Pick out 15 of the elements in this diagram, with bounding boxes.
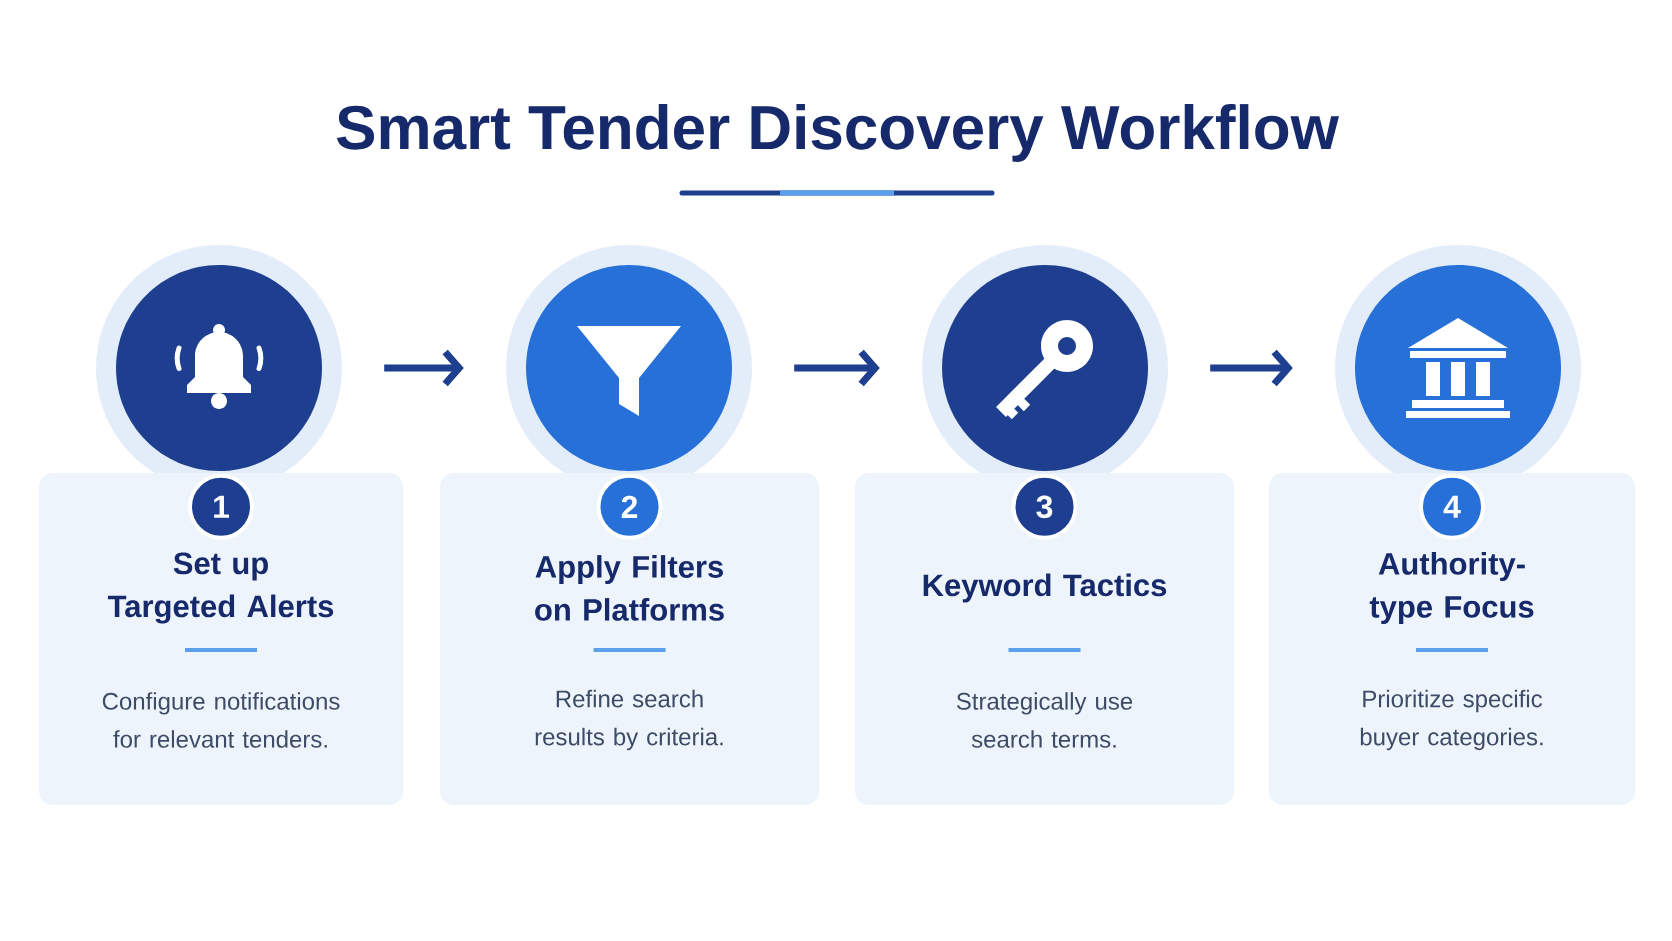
title: Smart Tender Discovery Workflow (336, 104, 1339, 162)
card-heading: Set up Targeted Alerts (107, 552, 334, 624)
step-number-badge: 4 (1419, 473, 1485, 540)
step-icon-circle (942, 265, 1148, 471)
card-description: Refine search results by criteria. (535, 689, 723, 751)
step-number-badge: 2 (596, 473, 663, 540)
card-description: Configure notifications for relevant tenders. (102, 692, 340, 748)
card-heading: Authority-type Focus (1369, 552, 1534, 624)
step-number-badge: 3 (1011, 473, 1078, 540)
step-number-badge: 1 (188, 473, 254, 540)
step-icon-circle (116, 265, 322, 471)
card-heading: Apply Filters on Platforms (535, 555, 724, 621)
card-description: Prioritize specific buyer categories. (1360, 689, 1543, 751)
card-description: Strategically use search terms. (956, 692, 1133, 748)
card-heading: Keyword Tactics (923, 573, 1167, 603)
